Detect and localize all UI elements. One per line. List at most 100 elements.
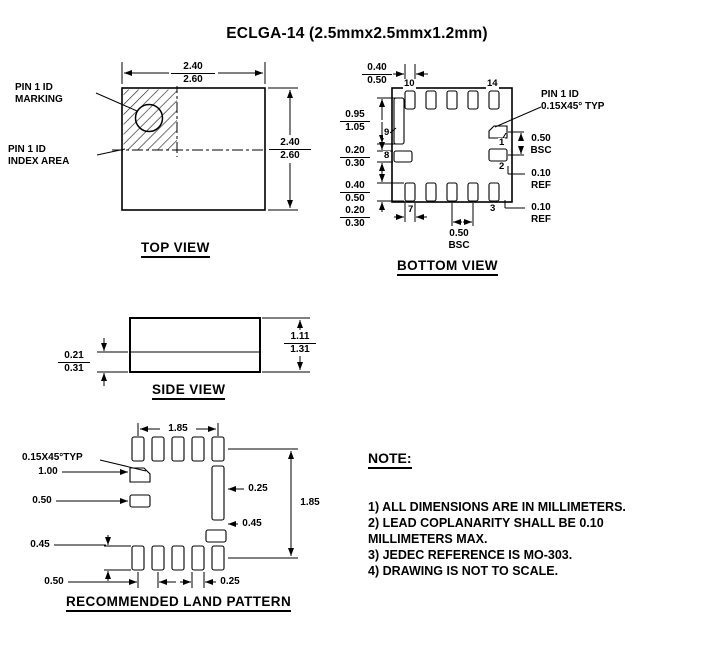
dim-top-width: 2.40 2.60 [171,61,215,86]
pin-label-8: 8 [383,150,391,161]
land-dim-pad-w-right: 0.45 [240,518,264,530]
land-dim-pad-len-left: 0.45 [28,539,52,551]
dim-pad9-length: 0.95 1.05 [340,109,370,134]
dim-edge-ref-right-bracket [507,166,525,175]
note-item-4: 4) DRAWING IS NOT TO SCALE. [368,564,559,578]
dim-pad-length-bottom-min: 0.40 [340,180,370,193]
land-pattern-drawing [54,423,298,588]
pad-12 [446,90,458,110]
dim-substrate: 0.21 0.31 [58,350,90,375]
pin1-index-line2: INDEX AREA [8,155,70,167]
land-dim-pad-len-left-lines [54,535,131,581]
land-pattern-pads [129,436,227,571]
land-chamfer-note: 0.15X45°TYP [22,452,83,463]
land-pad [131,436,145,462]
pad-5 [446,182,458,202]
bottom-view-drawing [377,64,542,226]
dim-pitch-right-lines [508,131,524,156]
dim-pad7-width: 0.20 0.30 [340,205,370,230]
dim-pad-width-top: 0.40 0.50 [362,62,392,87]
pin1-id-note-line1: PIN 1 ID [541,89,579,100]
dim-edge-ref-bottom-bracket [504,200,525,209]
bottom-view-pads [393,90,508,202]
pin1-leader-lines [95,92,138,156]
land-pad [129,494,151,508]
land-dim-span-v: 1.85 [296,497,324,509]
pin9-leader-tick [389,127,397,134]
dim-top-width-min: 2.40 [171,61,215,74]
dim-top-height-min: 2.40 [269,137,311,150]
land-pad [171,545,185,571]
dim-pitch-right-value: 0.50 [531,133,551,144]
dim-total-height-lines [262,317,310,373]
pad-10 [404,90,416,110]
pin1-id-note-label: PIN 1 ID 0.15X45° TYP [541,89,604,112]
pin1-index-hatch-area [123,89,177,150]
land-pad [205,529,227,543]
dim-edge-ref-bottom-value: 0.10 [531,202,551,213]
notes-heading: NOTE: [368,450,412,469]
pin-label-1: 1 [498,137,506,148]
pin1-leader-tick [502,132,507,139]
pad-9 [393,97,405,145]
notes-list: 1) ALL DIMENSIONS ARE IN MILLIMETERS. 2)… [368,499,673,579]
land-dim-span-h-lines [137,423,219,436]
pin-label-14: 14 [486,78,499,89]
dim-substrate-lines [97,338,128,386]
bottom-view-title: BOTTOM VIEW [397,258,498,276]
dim-edge-ref-bottom: 0.10 REF [527,202,555,226]
pad-7 [404,182,416,202]
dim-pitch-right-qualifier: BSC [530,145,552,156]
dim-edge-ref-bottom-qualifier: REF [531,214,551,225]
land-dim-span-v-lines [228,448,298,559]
pin1-id-leader [494,106,542,128]
land-pattern-title: RECOMMENDED LAND PATTERN [66,594,292,612]
pin1-index-line1: PIN 1 ID [8,144,46,155]
land-pad [151,545,165,571]
dim-top-width-lines [121,62,266,84]
dim-pad-length-bottom-max: 0.50 [345,193,365,204]
land-dim-pad-w-bottom: 0.25 [218,576,242,588]
pin-label-10: 10 [403,78,416,89]
land-dim-pitch-left: 0.50 [30,495,54,507]
land-dim-pitch-bottom-lines [68,572,176,588]
pin1-marking-line1: PIN 1 ID [15,82,53,93]
dim-substrate-max: 0.31 [64,363,84,374]
pin1-marking-line2: MARKING [15,93,63,105]
dim-total-height: 1.11 1.31 [284,331,316,356]
land-dim-pitch-bottom: 0.50 [42,576,66,588]
land-pad-9-long [211,465,225,521]
pin-label-2: 2 [498,161,506,172]
dim-pad8-width-max: 0.30 [345,158,365,169]
dim-pitch-bottom-lines [451,203,474,226]
land-pad [191,436,205,462]
dim-pad7-width-lines [394,203,427,222]
dim-total-height-max: 1.31 [290,344,310,355]
land-dim-gap-right: 0.25 [246,483,270,495]
side-view-title: SIDE VIEW [152,382,226,400]
pin-label-3: 3 [489,203,497,214]
land-chamfer-leader [99,459,147,472]
pin1-index-label: PIN 1 ID INDEX AREA [8,144,69,167]
dim-total-height-min: 1.11 [284,331,316,344]
land-dim-span-h: 1.85 [162,423,194,435]
dim-pitch-bottom: 0.50 BSC [444,228,474,252]
land-pad [211,545,225,571]
pad-6 [425,182,437,202]
dim-pad9-length-min: 0.95 [340,109,370,122]
land-pad [151,436,165,462]
dim-top-width-max: 2.60 [183,74,203,85]
top-view-title: TOP VIEW [141,240,210,258]
dim-top-height-lines [268,87,298,211]
land-dim-pad-long: 1.00 [36,466,60,478]
land-pad-1-chamfered [129,467,151,483]
land-pad [171,436,185,462]
pad-14 [488,90,500,110]
dim-pad7-width-max: 0.30 [345,218,365,229]
dim-top-height: 2.40 2.60 [269,137,311,162]
pad-2 [488,148,508,162]
dim-edge-ref-right: 0.10 REF [527,168,555,192]
dim-edge-ref-right-qualifier: REF [531,180,551,191]
dim-pad-width-top-max: 0.50 [367,75,387,86]
